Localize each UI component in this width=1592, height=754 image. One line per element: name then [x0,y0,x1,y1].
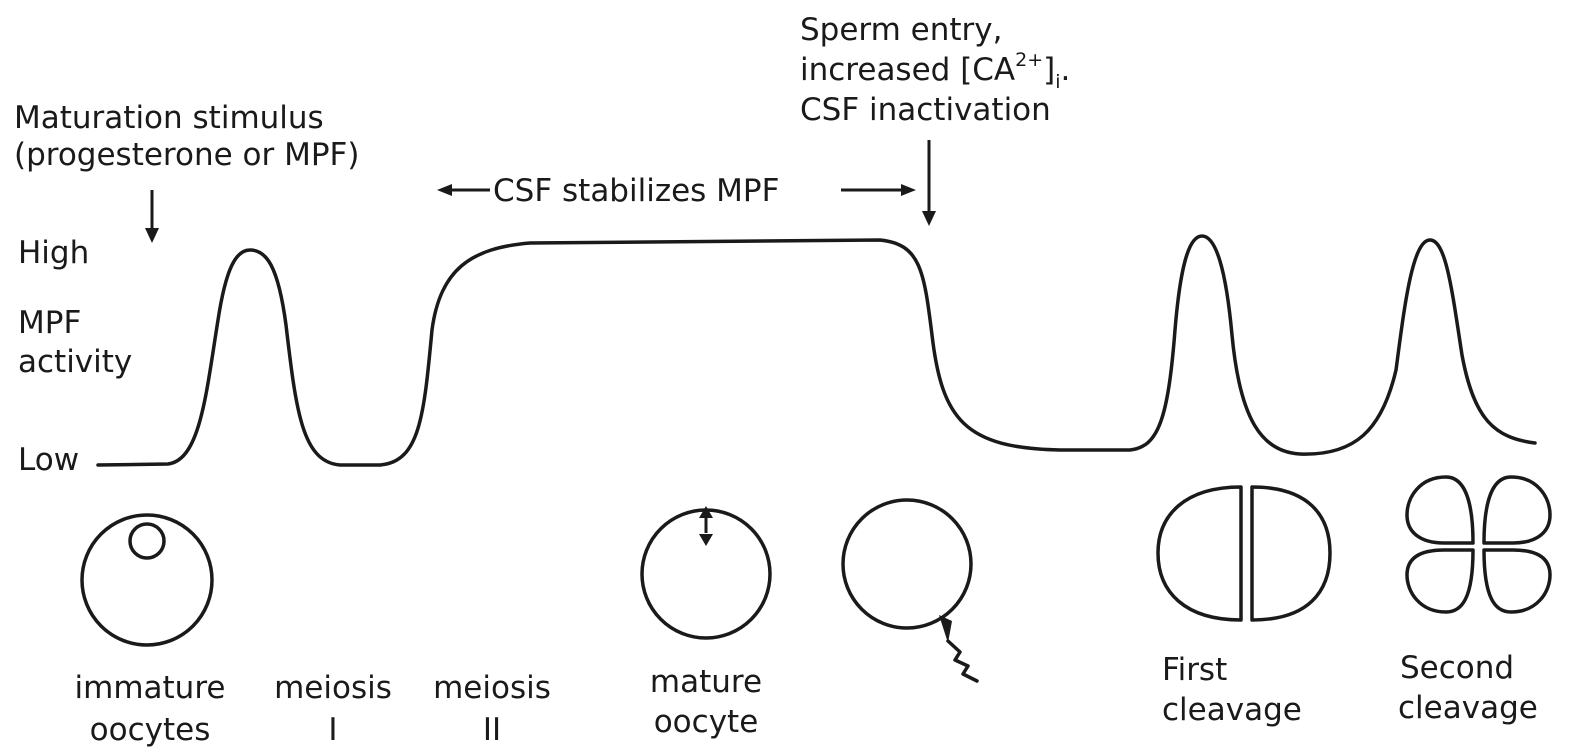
sperm-entry-label: Sperm entry, [800,12,1003,48]
maturation-stimulus-detail: (progesterone or MPF) [14,137,359,173]
stage-meiosis2-line2: II [483,712,501,748]
mpf-activity-curve [98,236,1535,465]
csf-inactivation-label: CSF inactivation [800,92,1051,128]
stage-meiosis1-line1: meiosis [274,670,392,706]
csf-stabilizes-label: CSF stabilizes MPF [493,173,779,209]
stage-meiosis1-line2: I [328,712,337,748]
stage-first-cleavage-line1: First [1162,652,1227,688]
spindle-down-arrowhead [699,534,713,546]
y-axis-high-label: High [18,235,89,271]
spindle-up-arrowhead [699,506,713,518]
y-axis-title-line2: activity [18,344,132,380]
stage-second-cleavage-line1: Second [1400,650,1514,686]
y-axis-low-label: Low [18,442,79,478]
stage-second-cleavage-line2: cleavage [1398,690,1538,726]
stage-meiosis2-line1: meiosis [433,670,551,706]
sperm-head [939,615,952,643]
maturation-arrow [145,190,159,243]
fertilized-egg-cell [843,500,977,681]
sperm-tail [948,641,977,681]
first-cleavage-embryo [1158,487,1330,620]
stage-immature-line1: immature [75,670,226,706]
stage-mature-line1: mature [650,664,762,700]
second-cleavage-embryo [1407,477,1550,612]
calcium-label: increased [CA2+]i. [800,49,1070,93]
csf-stabilizes-span: CSF stabilizes MPF [437,173,916,209]
germinal-vesicle [130,524,164,558]
sperm-entry-arrow [922,140,936,226]
maturation-stimulus-label: Maturation stimulus [14,100,324,136]
stage-immature-line2: oocytes [90,712,211,748]
mature-oocyte-cell [642,506,770,638]
immature-oocyte-cell [82,515,212,645]
stage-mature-line2: oocyte [654,704,759,740]
stage-first-cleavage-line2: cleavage [1162,692,1302,728]
y-axis-title-line1: MPF [18,305,81,341]
